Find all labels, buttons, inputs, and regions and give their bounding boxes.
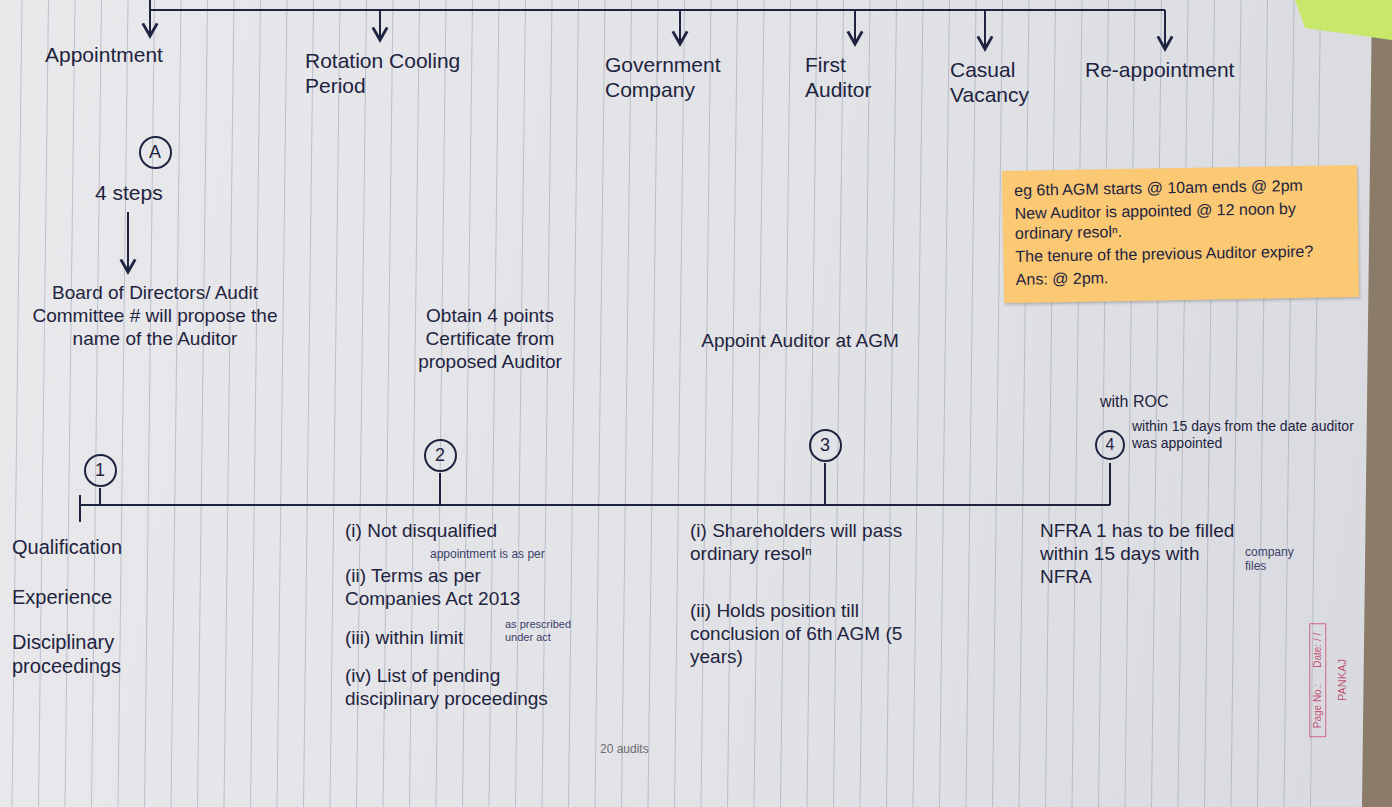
page-number-box: Page No.: Date: / / <box>1309 623 1326 737</box>
ruled-line <box>1284 0 1294 807</box>
ruled-line <box>701 0 711 807</box>
ruled-line <box>92 0 102 807</box>
ruled-line <box>171 0 181 807</box>
ruled-line <box>330 0 340 807</box>
heading: Government Company <box>605 52 755 102</box>
ruled-line <box>277 0 287 807</box>
list-item: Disciplinary proceedings <box>12 630 182 678</box>
step-text: with ROC <box>1100 392 1210 411</box>
signature: PANKAJ <box>1336 659 1349 701</box>
heading: Appointment <box>45 42 215 67</box>
callout-number: 2 <box>424 439 457 472</box>
list-item: (ii) Terms as per Companies Act 2013 <box>345 565 565 611</box>
ruled-line <box>1258 0 1268 807</box>
list-item: Qualification <box>12 535 182 559</box>
note-text: eg 6th AGM starts @ 10am ends @ 2pm <box>1014 175 1345 201</box>
ruled-line <box>516 0 526 807</box>
ruled-line <box>65 0 75 807</box>
ruled-line <box>648 0 658 807</box>
list-item: (ii) Holds position till conclusion of 6… <box>690 600 950 668</box>
ruled-line <box>622 0 632 807</box>
ruled-line <box>224 0 234 807</box>
ruled-line <box>754 0 764 807</box>
heading: Re-appointment <box>1085 57 1275 82</box>
step-text: Board of Directors/ Audit Committee # wi… <box>20 282 290 350</box>
ruled-line <box>728 0 738 807</box>
ruled-line <box>993 0 1003 807</box>
ruled-line <box>913 0 923 807</box>
ruled-line <box>807 0 817 807</box>
note-text: The tenure of the previous Auditor expir… <box>1015 241 1346 267</box>
node-text: Date: / / <box>1312 632 1323 667</box>
node-text: 3 <box>820 435 830 456</box>
node-text: 2 <box>435 445 445 466</box>
ruled-line <box>1231 0 1241 807</box>
tree-lines <box>80 0 1165 522</box>
node-text: Page No.: <box>1312 683 1323 727</box>
heading: Rotation Cooling Period <box>305 48 505 98</box>
ruled-line <box>118 0 128 807</box>
ruled-lines <box>12 0 1321 807</box>
ruled-line <box>542 0 552 807</box>
callout-circle: A <box>139 136 172 169</box>
ruled-line <box>251 0 261 807</box>
ruled-line <box>1072 0 1082 807</box>
ruled-line <box>675 0 685 807</box>
ruled-line <box>940 0 950 807</box>
ruled-line <box>887 0 897 807</box>
ruled-line <box>1178 0 1188 807</box>
step-text: Obtain 4 points Certificate from propose… <box>385 305 595 373</box>
ruled-line <box>1019 0 1029 807</box>
node-text: 4 <box>1106 436 1115 454</box>
annotation: as prescribed under act <box>505 618 585 644</box>
note-text: Ans: @ 2pm. <box>1016 264 1347 290</box>
green-sticky <box>1295 0 1392 40</box>
ruled-line <box>198 0 208 807</box>
callout-number: 1 <box>84 454 117 487</box>
ruled-line <box>966 0 976 807</box>
ruled-line <box>304 0 314 807</box>
ruled-line <box>1046 0 1056 807</box>
annotation: company files <box>1245 545 1315 574</box>
node-text: A <box>149 142 161 163</box>
heading: Casual Vacancy <box>950 57 1045 107</box>
ruled-line <box>39 0 49 807</box>
node-text: 1 <box>95 460 105 481</box>
heading: First Auditor <box>805 52 905 102</box>
annotation: 20 audits <box>600 742 680 756</box>
list-item: NFRA 1 has to be filled within 15 days w… <box>1040 520 1235 588</box>
step-text: within 15 days from the date auditor was… <box>1132 418 1357 452</box>
list-item: (iii) within limit <box>345 627 495 650</box>
desk <box>1362 0 1392 807</box>
ruled-line <box>595 0 605 807</box>
sticky-note: eg 6th AGM starts @ 10am ends @ 2pmNew A… <box>1002 165 1359 303</box>
note-text: New Auditor is appointed @ 12 noon by or… <box>1014 198 1346 244</box>
ruled-line <box>1205 0 1215 807</box>
step-text: Appoint Auditor at AGM <box>700 330 900 353</box>
callout-number: 3 <box>809 429 842 462</box>
ruled-line <box>12 0 22 807</box>
list-item: (i) Shareholders will pass ordinary reso… <box>690 520 970 566</box>
ruled-line <box>860 0 870 807</box>
list-item: (iv) List of pending disciplinary procee… <box>345 665 575 711</box>
list-item: Experience <box>12 585 182 609</box>
ruled-line <box>569 0 579 807</box>
list-item: (i) Not disqualified <box>345 520 575 543</box>
step-count: 4 steps <box>95 180 195 205</box>
annotation: appointment is as per <box>430 547 630 561</box>
ruled-line <box>781 0 791 807</box>
ruled-line <box>145 0 155 807</box>
callout-number: 4 <box>1095 430 1125 460</box>
ruled-line <box>834 0 844 807</box>
